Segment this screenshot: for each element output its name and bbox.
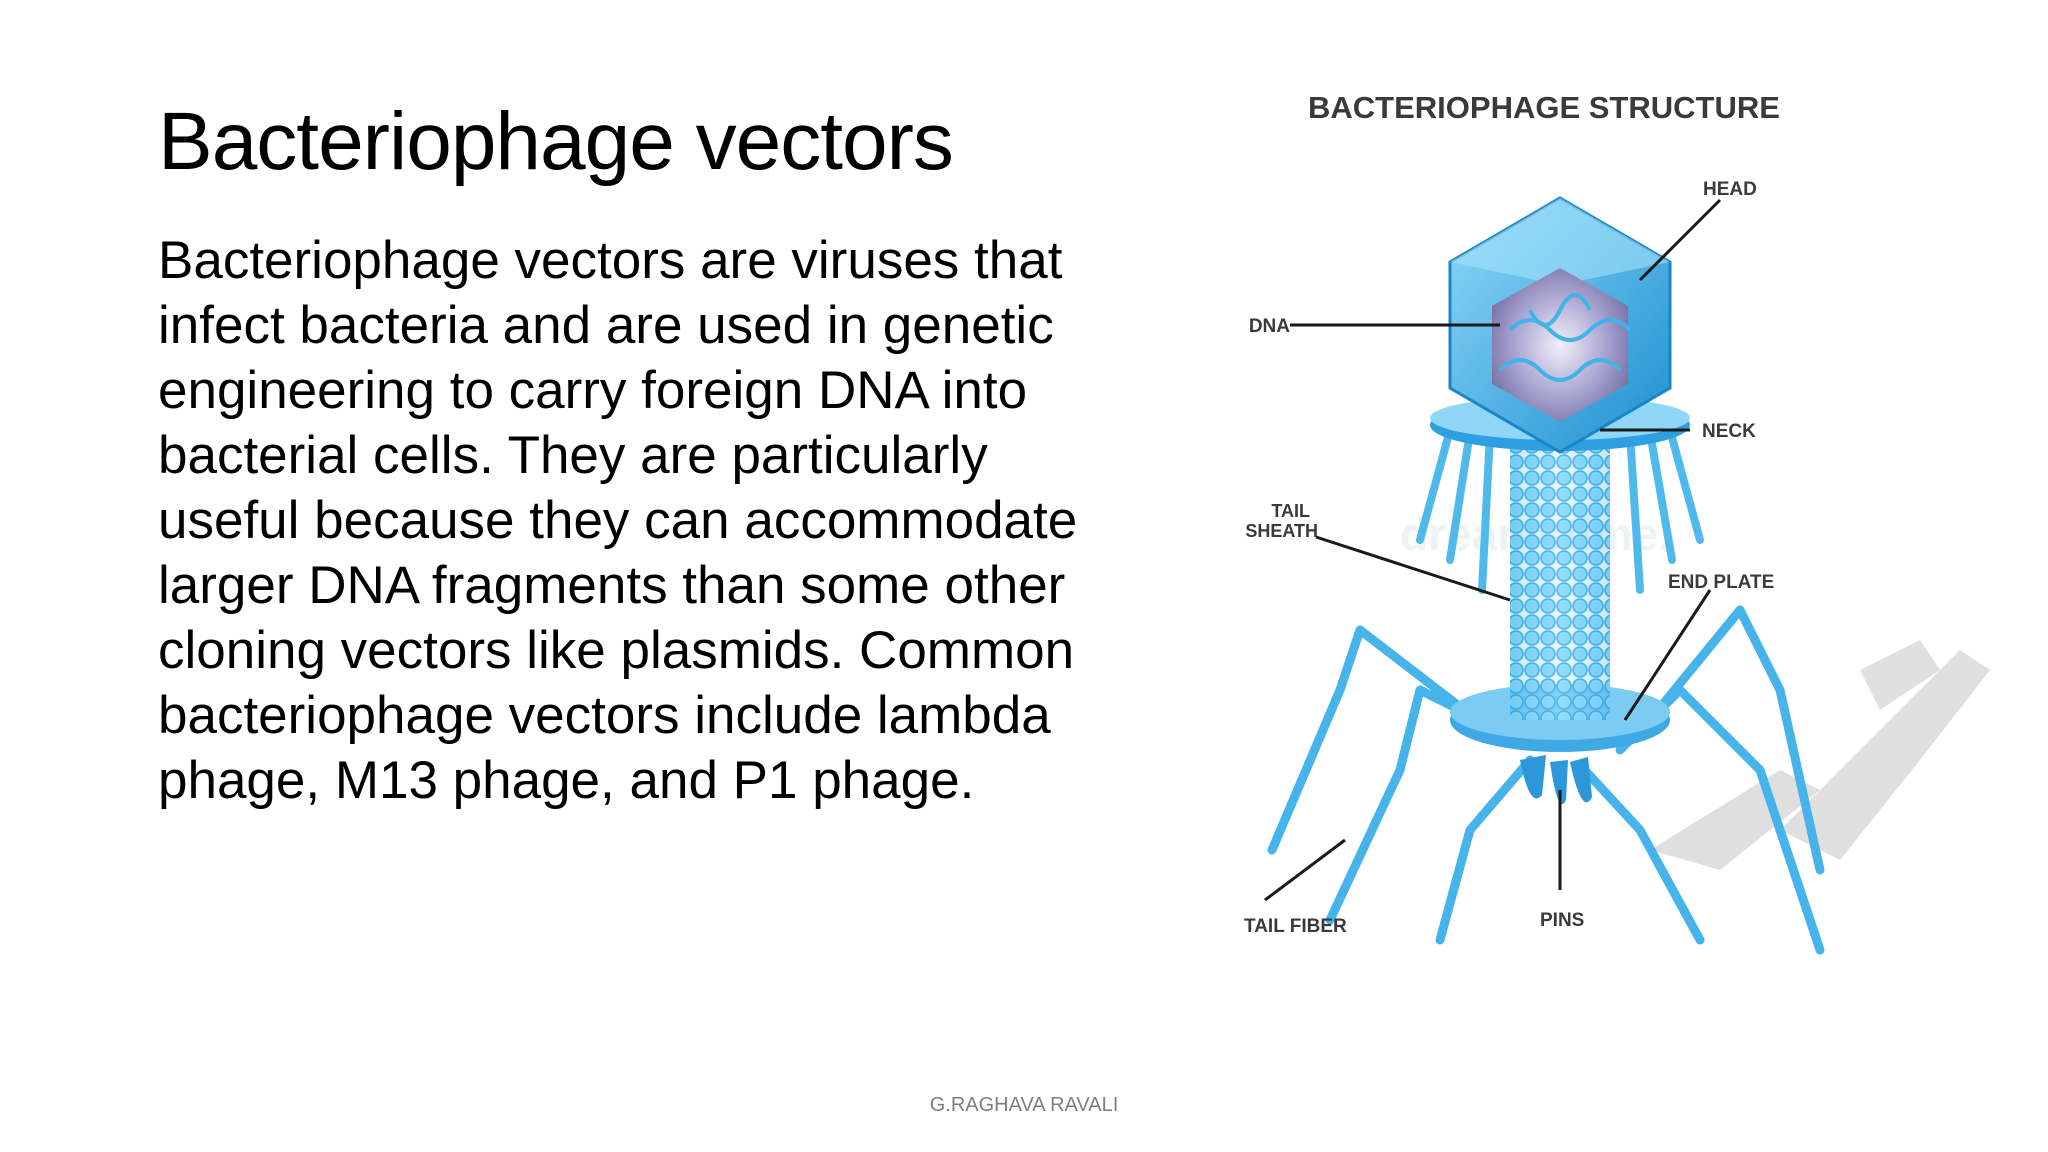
tail-sheath	[1510, 430, 1610, 720]
diagram-title: BACTERIOPHAGE STRUCTURE	[1308, 90, 1780, 125]
label-pins: PINS	[1540, 910, 1584, 931]
label-tail-sheath-2: SHEATH	[1245, 521, 1318, 541]
bacteriophage-diagram: dreamstime.	[1244, 90, 1990, 955]
slide-title: Bacteriophage vectors	[158, 96, 954, 187]
dna-strands	[1498, 293, 1632, 382]
head-capsid	[1448, 196, 1672, 454]
pins	[1520, 755, 1592, 805]
label-tail-fiber: TAIL FIBER	[1244, 916, 1347, 937]
slide-body-text: Bacteriophage vectors are viruses that i…	[158, 231, 1078, 810]
leader-lines	[1264, 198, 1722, 902]
diagram-shadow	[1650, 640, 1990, 870]
label-end-plate: END PLATE	[1668, 572, 1774, 593]
label-tail-sheath-1: TAIL	[1271, 501, 1310, 521]
label-neck: NECK	[1702, 421, 1756, 442]
slide-footer: G.RAGHAVA RAVALI	[929, 1094, 1119, 1116]
collar-whiskers	[1416, 426, 1704, 594]
label-dna: DNA	[1249, 316, 1290, 337]
label-head: HEAD	[1703, 179, 1757, 200]
